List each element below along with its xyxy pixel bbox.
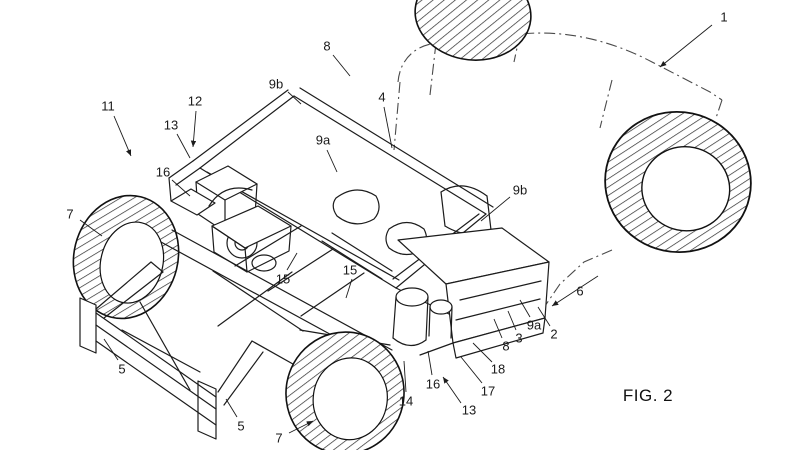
wheel-rear-left (414, 0, 532, 61)
leader-line-14 (403, 360, 407, 393)
figure-caption: FIG. 2 (622, 386, 674, 405)
leader-line-5 (225, 398, 238, 418)
leader-line-6 (551, 275, 599, 307)
leader-line-9b (287, 91, 302, 105)
leader-line-9b (480, 196, 511, 222)
leader-line-2 (537, 306, 551, 327)
wheel-front-right (285, 331, 405, 450)
leader-line-9a (519, 299, 531, 318)
leader-line-17 (460, 356, 483, 384)
leader-line-8 (493, 318, 503, 339)
leader-line-7 (79, 219, 103, 237)
leader-line-18 (472, 342, 493, 363)
wheel-rear-right (604, 110, 752, 254)
wheel-front-left (72, 194, 180, 320)
leader-line-3 (507, 310, 517, 331)
leader-line-11 (113, 115, 132, 157)
leader-line-5 (103, 338, 119, 361)
leader-line-8 (332, 54, 351, 77)
leader-line-16 (171, 179, 191, 197)
leader-line-12 (190, 110, 197, 148)
leader-line-16 (427, 350, 433, 376)
chassis-frame (79, 87, 550, 440)
leader-line-13 (442, 376, 462, 404)
leader-line-1 (659, 24, 713, 68)
leader-line-15 (286, 252, 298, 271)
leader-line-4 (383, 106, 393, 149)
leader-line-7 (288, 420, 314, 434)
leader-line-13 (176, 133, 191, 159)
leader-line-9a (326, 149, 338, 173)
leader-line-15 (345, 278, 353, 299)
